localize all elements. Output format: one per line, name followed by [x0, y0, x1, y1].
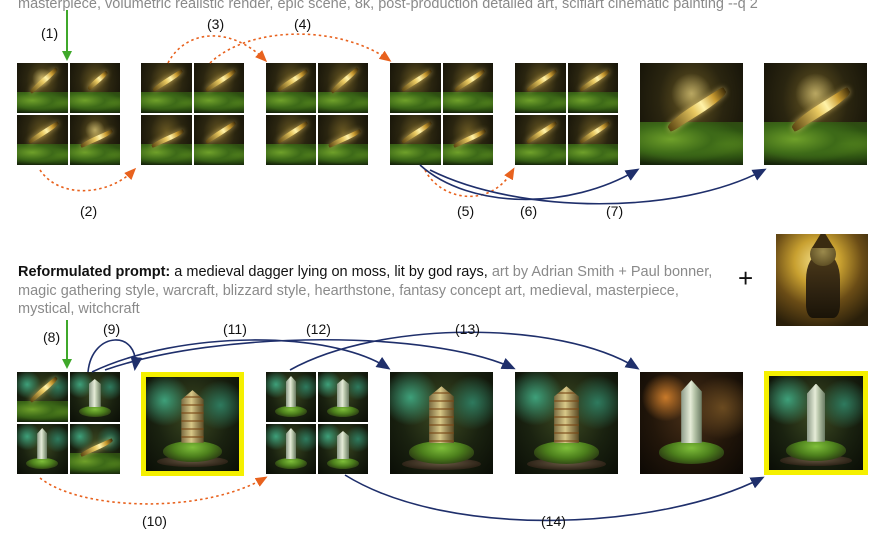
- prompt-main: a medieval dagger lying on moss, lit by …: [170, 264, 488, 280]
- label-1: (1): [41, 25, 59, 41]
- upscaled-image-3: [390, 372, 493, 474]
- arrow-14: [344, 474, 765, 522]
- arrow-13: [289, 331, 640, 371]
- arrow-10: [39, 476, 268, 505]
- label-9: (9): [103, 321, 121, 337]
- image-grid-4: [390, 63, 493, 165]
- label-12: (12): [306, 321, 331, 337]
- upscaled-image-1: [640, 63, 743, 165]
- prompt-rest: art by Adrian Smith + Paul bonner, magic…: [18, 264, 713, 317]
- label-5: (5): [457, 203, 475, 219]
- selected-image-1: [141, 372, 244, 476]
- arrow-11: [91, 339, 391, 373]
- prompt-lead: Reformulated prompt:: [18, 264, 171, 280]
- arrow-12: [104, 338, 516, 371]
- label-11: (11): [223, 321, 247, 337]
- label-7: (7): [606, 203, 624, 219]
- image-grid-6: [17, 372, 120, 474]
- label-4: (4): [294, 16, 312, 32]
- arrow-6: [419, 164, 640, 201]
- reformulated-prompt: Reformulated prompt: a medieval dagger l…: [18, 263, 738, 319]
- label-6: (6): [520, 203, 538, 219]
- image-grid-3: [266, 63, 368, 165]
- arrow-9: [87, 339, 143, 373]
- image-grid-5: [515, 63, 618, 165]
- label-13: (13): [455, 321, 480, 337]
- label-8: (8): [43, 329, 61, 345]
- upscaled-image-2: [764, 63, 867, 165]
- arrow-3: [167, 35, 268, 64]
- label-10: (10): [142, 513, 167, 529]
- selected-image-2: [764, 371, 868, 475]
- image-grid-1: [17, 63, 120, 165]
- reference-image: [776, 234, 868, 326]
- arrow-5: [424, 167, 515, 198]
- arrow-7: [429, 168, 767, 205]
- prompt-text-row1: masterpiece, volumetric realistic render…: [18, 0, 758, 12]
- label-3: (3): [207, 16, 225, 32]
- image-grid-7: [266, 372, 368, 474]
- label-14: (14): [541, 513, 566, 529]
- plus-sign: +: [738, 263, 754, 293]
- label-2: (2): [80, 203, 98, 219]
- upscaled-image-5: [640, 372, 743, 474]
- upscaled-image-4: [515, 372, 618, 474]
- image-grid-2: [141, 63, 244, 165]
- arrow-4: [209, 33, 392, 64]
- arrow-2: [39, 167, 137, 192]
